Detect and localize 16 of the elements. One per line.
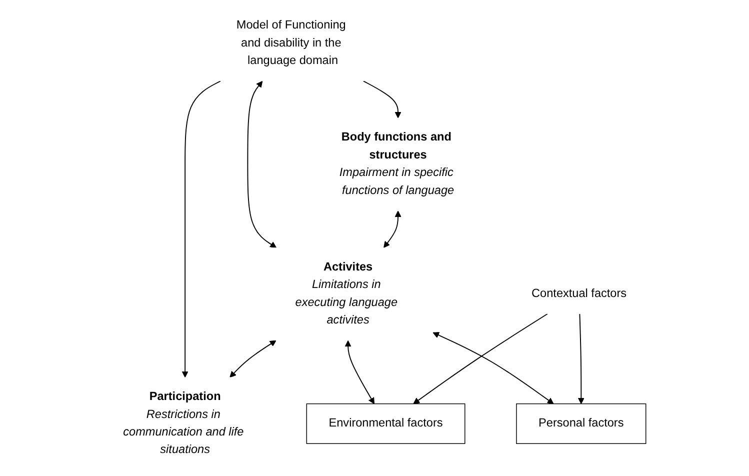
arrow bbox=[230, 340, 276, 378]
arrow bbox=[344, 340, 374, 404]
node-box: Personal factors bbox=[516, 403, 646, 444]
arrow bbox=[578, 313, 584, 404]
arrow bbox=[247, 81, 276, 248]
node-box: Environmental factors bbox=[306, 403, 466, 444]
arrow bbox=[384, 210, 402, 248]
arrow bbox=[413, 313, 548, 404]
node-text: Activites Limitations in executing language activites bbox=[295, 260, 398, 326]
arrow bbox=[432, 332, 554, 404]
node-text: Contextual factors bbox=[532, 287, 627, 300]
node-text: Body functions and structures Impairment in specific functions of language bbox=[339, 131, 454, 197]
arrow bbox=[362, 80, 402, 118]
arrow bbox=[182, 80, 221, 378]
node-text: Model of Functioning and disability in the language domain bbox=[236, 19, 346, 68]
node-text: Participation Restrictions in communication and life situations bbox=[123, 390, 244, 456]
